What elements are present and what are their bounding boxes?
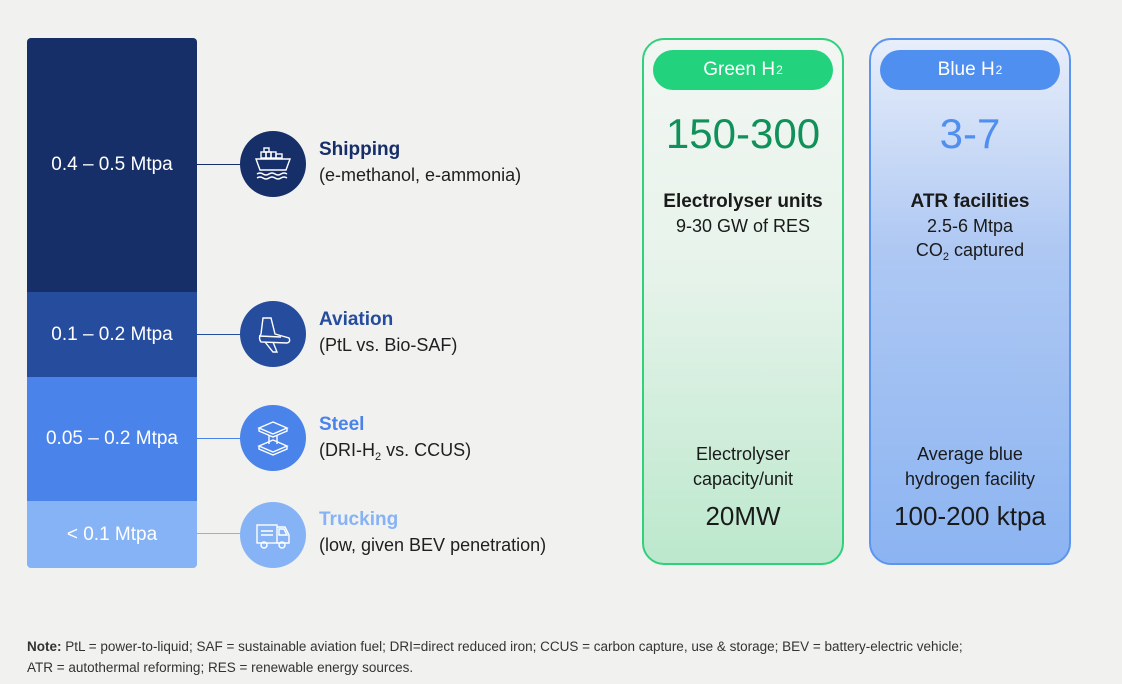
bar-segment-label: < 0.1 Mtpa [66,523,158,545]
electrolyser-count: 150-300 [665,110,821,157]
stacked-demand-bar: 0.4 – 0.5 Mtpa 0.1 – 0.2 Mtpa 0.05 – 0.2… [27,38,197,568]
bar-segment-steel: 0.05 – 0.2 Mtpa [27,377,197,501]
green-card-description: Electrolyser units 9-30 GW of RES [663,191,823,236]
sector-subtitle-shipping: (e-methanol, e-ammonia) [319,165,522,185]
bar-segment-label: 0.05 – 0.2 Mtpa [45,428,179,449]
green-capacity-value: 20MW [705,501,781,531]
bar-segment-aviation: 0.1 – 0.2 Mtpa [27,292,197,377]
blue-card-description: ATR facilities 2.5-6 Mtpa CO2 captured [910,191,1030,263]
sector-shipping: Shipping (e-methanol, e-ammonia) [319,138,521,188]
truck-icon [240,502,306,568]
connector-line-trucking [197,533,242,534]
sector-subtitle-steel: (DRI-H2 vs. CCUS) [319,440,472,463]
sector-title-steel: Steel [319,414,365,435]
sector-subtitle-aviation: (PtL vs. Bio-SAF) [319,335,458,355]
sector-subtitle-trucking: (low, given BEV penetration) [319,535,547,555]
sector-title-shipping: Shipping [319,139,401,160]
sector-aviation: Aviation (PtL vs. Bio-SAF) [319,308,457,358]
footnote: Note: PtL = power-to-liquid; SAF = susta… [27,636,1087,678]
bar-segment-label: 0.4 – 0.5 Mtpa [51,154,173,175]
footnote-line-2: ATR = autothermal reforming; RES = renew… [27,660,414,675]
connector-line-aviation [197,334,242,335]
green-card-capacity: Electrolyser capacity/unit 20MW [644,442,842,532]
footnote-line-1: PtL = power-to-liquid; SAF = sustainable… [61,639,963,654]
bar-segment-trucking: < 0.1 Mtpa [27,501,197,568]
sector-steel: Steel (DRI-H2 vs. CCUS) [319,413,471,470]
blue-capacity-value: 100-200 ktpa [894,501,1046,531]
sector-title-trucking: Trucking [319,509,399,530]
sector-trucking: Trucking (low, given BEV penetration) [319,508,546,558]
connector-line-steel [197,438,242,439]
bar-segment-label: 0.1 – 0.2 Mtpa [51,323,173,345]
bar-segment-shipping: 0.4 – 0.5 Mtpa [27,38,197,292]
connector-line-shipping [197,164,242,165]
ship-icon [240,131,306,197]
atr-facility-count: 3-7 [939,110,1001,157]
airplane-icon [240,301,306,367]
footnote-label: Note: [27,639,62,654]
blue-card-capacity: Average blue hydrogen facility 100-200 k… [871,442,1069,532]
steel-beam-icon [240,405,306,471]
sector-title-aviation: Aviation [319,309,394,330]
